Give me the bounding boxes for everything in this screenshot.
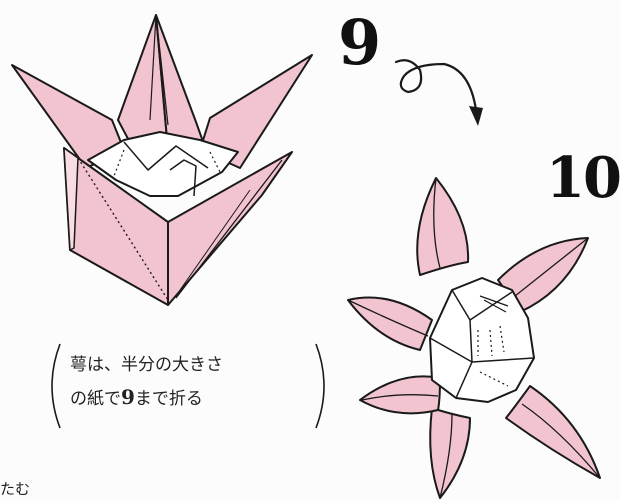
petal-top (416, 177, 470, 276)
instruction-note: 萼は、半分の大きさ の紙で9まで折る (48, 340, 328, 428)
note-parentheses (51, 343, 325, 429)
note-line-2: の紙で9まで折る (70, 384, 203, 409)
cut-off-text: たむ (0, 480, 31, 498)
note-line-2-suffix: まで折る (134, 389, 203, 409)
step-9-label: 9 (338, 6, 382, 79)
petal-right (505, 385, 601, 479)
note-line-1: 萼は、半分の大きさ (70, 355, 223, 375)
step9-model (11, 14, 313, 306)
step-10-label: 10 (546, 145, 620, 211)
step10-model (347, 177, 601, 499)
rotate-arrow (394, 59, 483, 126)
note-step-number: 9 (121, 385, 135, 409)
inner-cup (87, 131, 239, 197)
petal-bottom (429, 407, 471, 499)
petal-left (347, 296, 433, 351)
note-line-2-prefix: の紙で (70, 389, 121, 409)
